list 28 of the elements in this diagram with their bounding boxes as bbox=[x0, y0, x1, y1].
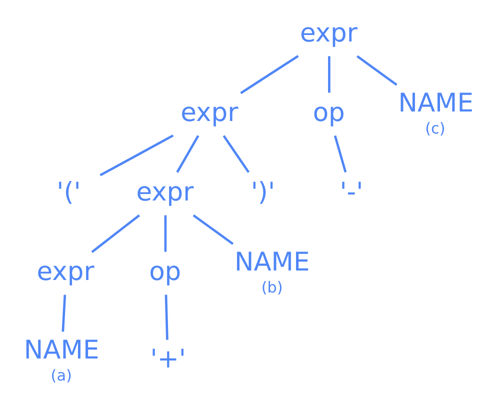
connector bbox=[222, 134, 250, 172]
connector bbox=[328, 56, 330, 92]
connector bbox=[176, 134, 200, 172]
connector bbox=[334, 134, 347, 172]
node-label: (c) bbox=[425, 118, 446, 137]
node-text: expr bbox=[300, 18, 358, 48]
node-text: expr bbox=[36, 256, 94, 286]
node-text: NAME bbox=[398, 88, 474, 118]
connector bbox=[164, 294, 168, 340]
connector bbox=[240, 54, 299, 94]
node-text: ')' bbox=[250, 176, 276, 207]
connector bbox=[164, 214, 167, 252]
node-text: '-' bbox=[340, 176, 364, 207]
node-text: op bbox=[312, 97, 345, 128]
node-text: NAME bbox=[24, 334, 100, 365]
node-text: op bbox=[149, 256, 182, 286]
node-label: (a) bbox=[50, 366, 72, 384]
node-text: '(' bbox=[56, 176, 81, 207]
node-text: NAME bbox=[234, 247, 310, 278]
connector bbox=[356, 54, 398, 86]
connector bbox=[91, 214, 140, 252]
node-text: '+' bbox=[150, 344, 186, 374]
node-text: expr bbox=[180, 97, 238, 128]
connector bbox=[62, 294, 66, 332]
node-label: (b) bbox=[261, 278, 283, 296]
connector bbox=[192, 214, 234, 244]
node-text: expr bbox=[136, 176, 194, 207]
connector bbox=[100, 134, 174, 176]
